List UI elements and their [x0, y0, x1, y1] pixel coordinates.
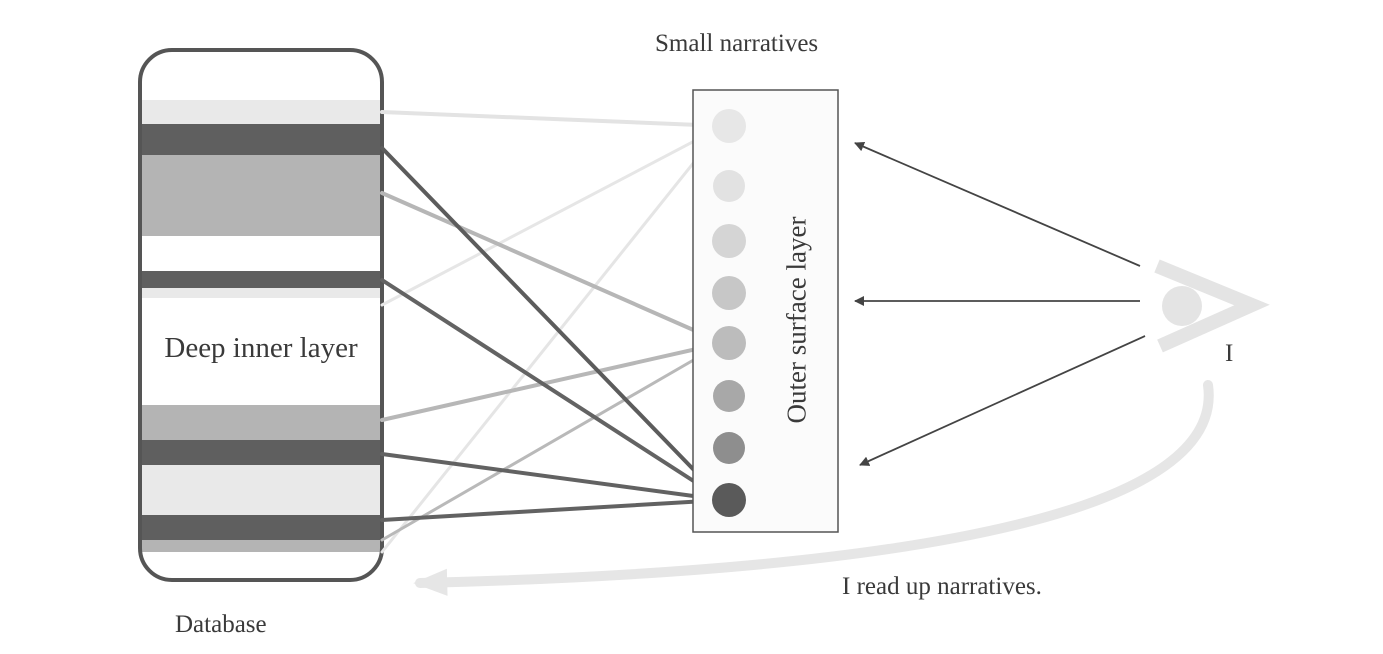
arrow-upper	[854, 141, 1141, 267]
db-stripe-4	[140, 271, 382, 288]
db-stripe-6	[140, 405, 382, 440]
narrative-dot-5	[712, 326, 746, 360]
database-stripes	[140, 100, 382, 552]
outer-surface-box	[692, 89, 839, 533]
narrative-dots	[712, 109, 746, 517]
read-up-label: I read up narratives.	[842, 573, 1042, 600]
narrative-dot-1	[712, 109, 746, 143]
db-stripe-3	[140, 155, 382, 236]
connection-line-2	[380, 124, 725, 554]
db-stripe-7	[140, 440, 382, 465]
narrative-dot-4	[712, 276, 746, 310]
outer-surface-layer-label: Outer surface layer	[781, 216, 812, 424]
db-stripe-10	[140, 540, 382, 552]
db-stripe-9	[140, 515, 382, 540]
connection-lines	[380, 110, 725, 554]
db-stripe-1	[140, 100, 382, 124]
narrative-dot-2	[713, 170, 745, 202]
connection-line-9	[380, 452, 725, 502]
arrow-lower	[859, 335, 1146, 466]
eye-icon	[1154, 259, 1270, 353]
connection-line-8	[380, 278, 725, 502]
read-up-arc	[413, 380, 1214, 596]
connection-line-4	[380, 191, 725, 345]
database-label: Database	[175, 611, 267, 638]
narrative-dot-7	[713, 432, 745, 464]
connection-line-1	[380, 110, 725, 128]
reader-arrows	[854, 141, 1146, 466]
narrative-dot-3	[712, 224, 746, 258]
narrative-dot-6	[713, 380, 745, 412]
connection-line-7	[380, 146, 725, 502]
db-stripe-2	[140, 124, 382, 155]
narrative-dot-8	[712, 483, 746, 517]
db-stripe-5	[140, 288, 382, 298]
connection-line-5	[380, 341, 725, 422]
connection-line-6	[380, 341, 725, 542]
db-stripe-8	[140, 465, 382, 515]
connection-line-3	[380, 124, 725, 307]
deep-inner-layer-label: Deep inner layer	[164, 332, 358, 364]
database-container	[138, 48, 384, 582]
reader-label: I	[1225, 340, 1234, 367]
diagram-title: Small narratives	[655, 30, 819, 57]
connection-line-10	[380, 498, 725, 522]
